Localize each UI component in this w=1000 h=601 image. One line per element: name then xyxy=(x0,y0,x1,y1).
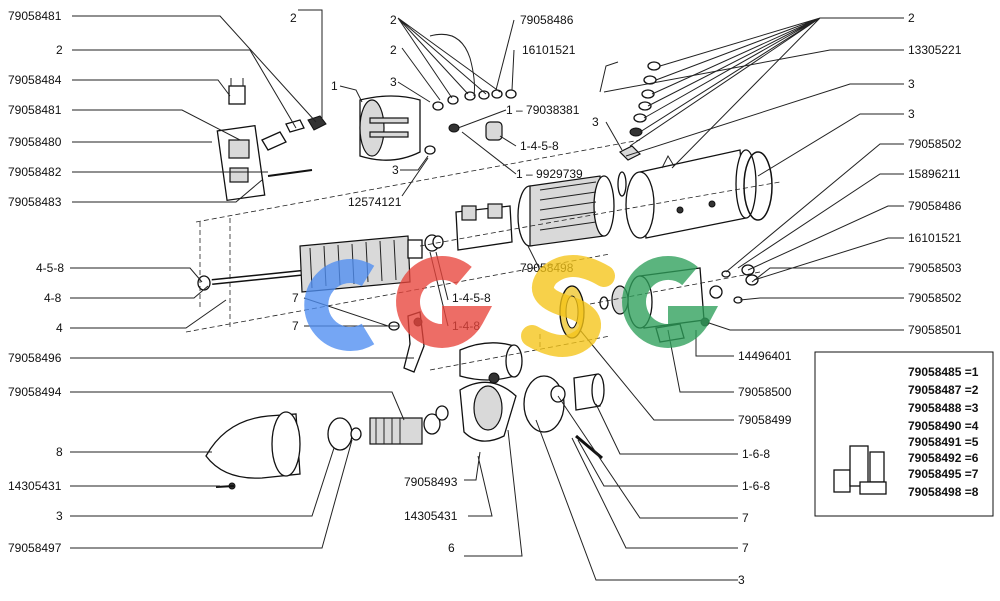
washer-cluster-top xyxy=(424,33,517,155)
label-2-right: 2 xyxy=(908,11,915,25)
legend-row-5: 79058491 =5 xyxy=(908,435,979,449)
label-15896211: 15896211 xyxy=(908,167,961,181)
label-79058499: 79058499 xyxy=(738,413,792,427)
legend-row-4: 79058490 =4 xyxy=(908,419,979,433)
legend-row-6: 79058492 =6 xyxy=(908,451,979,465)
label-12574121: 12574121 xyxy=(348,195,402,209)
drive-end-housing xyxy=(205,411,301,490)
legend-kit-illustration xyxy=(833,445,887,495)
label-79058502-a: 79058502 xyxy=(908,137,962,151)
label-48: 4-8 xyxy=(44,291,62,305)
label-7-r2: 7 xyxy=(742,541,749,555)
label-79058483: 79058483 xyxy=(8,195,62,209)
label-7-r1: 7 xyxy=(742,511,749,525)
watermark-logo xyxy=(304,255,719,357)
label-1-79038381: 1 – 79038381 xyxy=(506,103,580,117)
legend-row-1: 79058485 =1 xyxy=(908,365,979,379)
label-14305431-c: 14305431 xyxy=(404,509,458,523)
label-79058500: 79058500 xyxy=(738,385,792,399)
label-79058503: 79058503 xyxy=(908,261,962,275)
label-6: 6 xyxy=(448,541,455,555)
label-14496401: 14496401 xyxy=(738,349,792,363)
label-1458-c: 1-4-5-8 xyxy=(452,291,491,305)
legend-row-3: 79058488 =3 xyxy=(908,401,979,415)
label-79058481-top: 79058481 xyxy=(8,9,62,23)
label-2-top-a: 2 xyxy=(290,11,297,25)
label-79058484: 79058484 xyxy=(8,73,62,87)
intermediate-bracket xyxy=(459,342,523,442)
label-7-a: 7 xyxy=(292,291,299,305)
legend-entries: 79058485 =1 79058487 =2 79058488 =3 7905… xyxy=(908,365,979,499)
legend-row-8: 79058498 =8 xyxy=(908,485,979,499)
label-79058486-r: 79058486 xyxy=(908,199,962,213)
label-3-mid2: 3 xyxy=(392,163,399,177)
label-13305221: 13305221 xyxy=(908,43,962,57)
end-cover xyxy=(359,95,421,161)
label-1-9929739: 1 – 9929739 xyxy=(516,167,583,181)
label-16101521-r: 16101521 xyxy=(908,231,962,245)
legend-row-7: 79058495 =7 xyxy=(908,467,979,481)
legend-row-2: 79058487 =2 xyxy=(908,383,979,397)
leader-lines xyxy=(70,9,904,581)
label-168-a: 1-6-8 xyxy=(742,447,770,461)
end-bushing xyxy=(573,373,605,460)
label-3-r1: 3 xyxy=(908,77,915,91)
kit-legend: 79058485 =1 79058487 =2 79058488 =3 7905… xyxy=(814,351,994,517)
label-1458-top: 1-4-5-8 xyxy=(520,139,559,153)
label-1-left: 1 xyxy=(331,79,338,93)
label-79058481-b: 79058481 xyxy=(8,103,62,117)
label-79058480: 79058480 xyxy=(8,135,62,149)
label-14305431-l: 14305431 xyxy=(8,479,62,493)
part-labels: 79058481 2 79058484 79058481 79058480 79… xyxy=(8,9,962,587)
label-79058493: 79058493 xyxy=(404,475,458,489)
label-3-c: 3 xyxy=(592,115,599,129)
label-2-c1: 2 xyxy=(390,13,397,27)
label-458: 4-5-8 xyxy=(36,261,64,275)
dashed-assembly-lines xyxy=(185,139,781,371)
coil-cage xyxy=(517,171,627,247)
label-79058497: 79058497 xyxy=(8,541,62,555)
label-3-bottom: 3 xyxy=(738,573,745,587)
label-79058486-top: 79058486 xyxy=(520,13,574,27)
label-3-left: 3 xyxy=(56,509,63,523)
label-79058501: 79058501 xyxy=(908,323,962,337)
label-8: 8 xyxy=(56,445,63,459)
terminal-hardware xyxy=(599,61,661,161)
label-79058494: 79058494 xyxy=(8,385,62,399)
label-16101521-top: 16101521 xyxy=(522,43,576,57)
label-79058496: 79058496 xyxy=(8,351,62,365)
label-3-r2: 3 xyxy=(908,107,915,121)
label-79058482: 79058482 xyxy=(8,165,62,179)
label-168-b: 1-6-8 xyxy=(742,479,770,493)
brush-holder-plate xyxy=(216,78,327,202)
pinion-drive xyxy=(369,405,449,445)
label-3-mid: 3 xyxy=(390,75,397,89)
label-79058502-b: 79058502 xyxy=(908,291,962,305)
brush-plate xyxy=(455,203,513,251)
label-4: 4 xyxy=(56,321,63,335)
label-2-c2: 2 xyxy=(390,43,397,57)
label-2-left-a: 2 xyxy=(56,43,63,57)
label-7-b: 7 xyxy=(292,319,299,333)
field-housing xyxy=(625,149,773,239)
